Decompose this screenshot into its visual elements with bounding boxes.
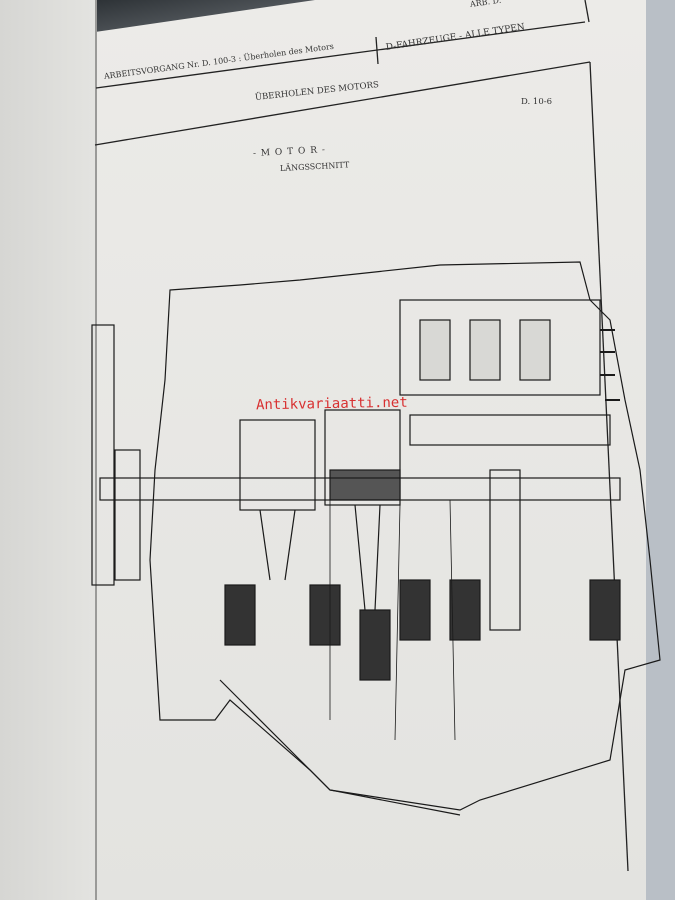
crank-web — [399, 579, 431, 641]
connecting-rod — [354, 504, 381, 611]
oil-lines — [329, 499, 456, 741]
crank-web — [224, 584, 256, 646]
pulley — [114, 449, 141, 581]
crank-web — [449, 579, 481, 641]
page-code: D. 10-6 — [521, 97, 553, 107]
piston-crown — [329, 469, 401, 501]
valve-chamber — [469, 319, 501, 381]
camshaft — [409, 414, 611, 446]
document-page — [96, 0, 646, 900]
section-rule — [94, 61, 591, 146]
piston — [239, 419, 316, 511]
connecting-rod — [259, 509, 296, 581]
valve-chamber — [419, 319, 451, 381]
frame-right-edge — [589, 61, 629, 872]
binding-spine — [95, 0, 97, 900]
crank-web — [309, 584, 341, 646]
valve-chamber — [519, 319, 551, 381]
fahrzeuge-box-left — [375, 36, 379, 65]
piston — [324, 409, 401, 506]
crank-web — [589, 579, 621, 641]
crank-web — [359, 609, 391, 681]
oil-line — [219, 679, 461, 816]
previous-page-edge — [0, 0, 100, 900]
header-box-edge — [584, 0, 590, 23]
pulley — [91, 324, 115, 586]
header-rule — [95, 21, 586, 89]
gear-shaft — [489, 469, 521, 631]
cylinder-head — [399, 299, 601, 396]
watermark: Antikvariaatti.net — [255, 394, 408, 414]
crankshaft — [99, 477, 621, 501]
engine-outline — [149, 261, 661, 811]
